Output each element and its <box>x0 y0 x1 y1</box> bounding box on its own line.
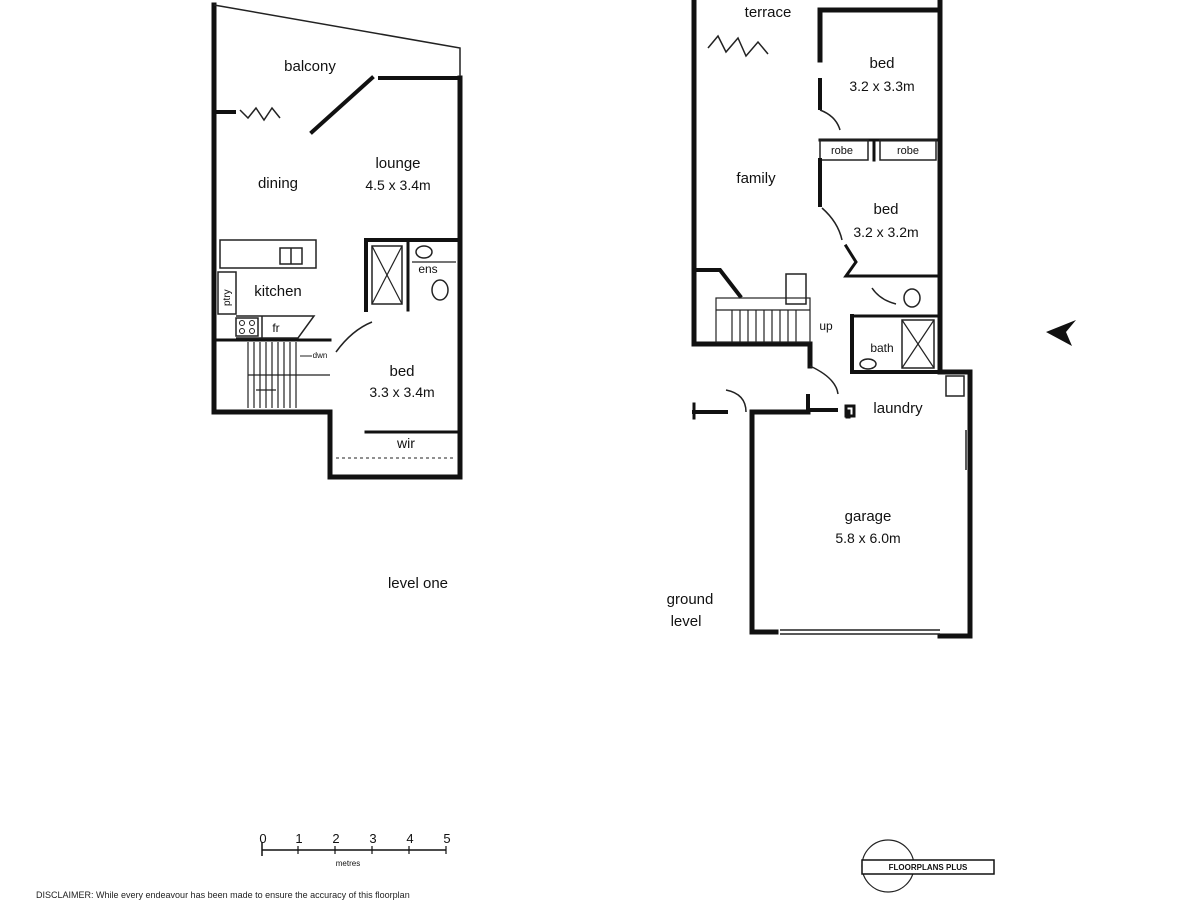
level-one-plan: balcony dining lounge 4.5 x 3.4m kitchen… <box>211 2 463 592</box>
ptry-label: ptry <box>222 289 233 306</box>
scale-tick-4: 4 <box>406 831 413 846</box>
scale-tick-1: 1 <box>295 831 302 846</box>
bath-shower <box>901 319 935 369</box>
balcony-edge <box>213 4 461 78</box>
scale-tick-3: 3 <box>369 831 376 846</box>
garage-label: garage <box>845 508 892 525</box>
level-one-title: level one <box>388 575 448 592</box>
balcony-slider-wall <box>309 75 375 135</box>
shower <box>371 245 403 305</box>
powder-basin <box>785 273 807 305</box>
family-label: family <box>736 170 776 187</box>
stairs-down <box>247 342 330 408</box>
garage-size: 5.8 x 6.0m <box>835 530 900 546</box>
ground-outer-wall-left <box>691 0 813 369</box>
wir-label: wir <box>396 435 415 451</box>
garage-wall-left <box>749 409 811 635</box>
robe2 <box>879 139 937 161</box>
terrace-zigzag <box>707 34 769 58</box>
bath-label: bath <box>870 341 893 355</box>
scale-unit: metres <box>336 859 360 868</box>
ens-label: ens <box>418 262 437 276</box>
side-door-swing <box>725 389 747 413</box>
toilet-door-swing <box>871 287 897 305</box>
stair-wall-upper <box>692 268 743 299</box>
stairs-up <box>715 297 811 343</box>
scale-tick-2: 2 <box>332 831 339 846</box>
bed2-door-swing <box>821 207 843 241</box>
logo-text: FLOORPLANS PLUS <box>889 863 968 872</box>
scale-bar: 0 1 2 3 4 5 metres <box>259 831 450 868</box>
ground-outer-wall-right <box>937 7 973 639</box>
up-label: up <box>819 319 833 333</box>
bed2-bottom-wall <box>843 243 942 278</box>
bath-basin <box>859 358 877 370</box>
terrace-label: terrace <box>745 4 792 21</box>
kitchen-label: kitchen <box>254 283 302 300</box>
dwn-label: dwn <box>313 351 328 360</box>
bed-label: bed <box>389 363 414 380</box>
toilet-ground <box>903 288 921 308</box>
lounge-size: 4.5 x 3.4m <box>365 177 430 193</box>
entry-door-swing <box>809 365 839 395</box>
bed1-top-wall <box>817 0 943 63</box>
robe1 <box>819 139 869 161</box>
ground-level-plan: terrace bed 3.2 x 3.3m robe robe family … <box>667 0 973 639</box>
scale-tick-0: 0 <box>259 831 266 846</box>
ensuite-toilet <box>431 279 449 301</box>
kitchen-bench <box>219 239 317 269</box>
balcony-zigzag <box>239 106 281 122</box>
kitchen-lower-bench <box>236 315 316 339</box>
laundry-post <box>844 404 856 418</box>
robe1-label: robe <box>831 145 853 157</box>
bath-wall <box>850 314 942 374</box>
ground-title-line2: level <box>671 613 702 630</box>
level-one-outer-wall <box>211 2 463 480</box>
bed-door-swing <box>335 321 373 353</box>
entry-wall <box>806 394 838 412</box>
disclaimer-text: DISCLAIMER: While every endeavour has be… <box>36 890 410 900</box>
robe2-label: robe <box>897 145 919 157</box>
bed1-size: 3.2 x 3.3m <box>849 78 914 94</box>
ground-title-line1: ground <box>667 591 714 608</box>
laundry-trough <box>945 375 965 397</box>
floorplans-plus-logo: FLOORPLANS PLUS <box>861 839 995 893</box>
bed1-label: bed <box>869 55 894 72</box>
pantry-cupboard <box>217 271 237 315</box>
laundry-label: laundry <box>873 400 923 417</box>
dining-label: dining <box>258 175 298 192</box>
bed1-door-swing <box>819 109 841 131</box>
bed2-label: bed <box>873 201 898 218</box>
bed-size: 3.3 x 3.4m <box>369 384 434 400</box>
ensuite-basin <box>415 245 433 259</box>
scale-tick-5: 5 <box>443 831 450 846</box>
north-arrow-icon <box>1046 320 1076 346</box>
ensuite-wall <box>364 238 462 312</box>
fridge-label: fr <box>272 321 279 335</box>
bed2-size: 3.2 x 3.2m <box>853 224 918 240</box>
lounge-label: lounge <box>375 155 420 172</box>
cooktop <box>235 317 259 337</box>
balcony-label: balcony <box>284 58 336 75</box>
